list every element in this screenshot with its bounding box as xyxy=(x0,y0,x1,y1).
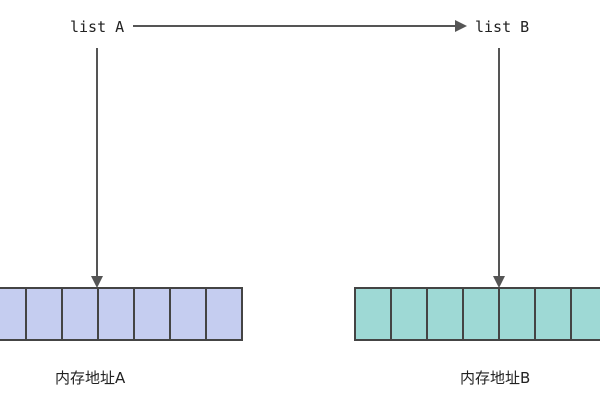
memory-a-cell xyxy=(25,287,63,341)
memory-b-cell xyxy=(426,287,464,341)
memory-a-cell xyxy=(97,287,135,341)
list-a-to-list-b-arrow xyxy=(133,20,467,32)
memory-a-cell xyxy=(169,287,207,341)
memory-a-label: 内存地址A xyxy=(55,369,126,387)
memory-a-cell xyxy=(205,287,243,341)
memory-b-label: 内存地址B xyxy=(460,369,530,387)
arrow-head xyxy=(493,276,505,288)
list-b-label: list B xyxy=(475,18,529,36)
list-a-to-memory-a-arrow xyxy=(91,48,103,288)
memory-b-cell xyxy=(462,287,500,341)
memory-b-cell xyxy=(498,287,536,341)
memory-b-cell xyxy=(354,287,392,341)
memory-b-cell xyxy=(390,287,428,341)
memory-a-cell xyxy=(0,287,27,341)
arrow-head xyxy=(455,20,467,32)
memory-a-cell xyxy=(133,287,171,341)
memory-a-cell xyxy=(61,287,99,341)
memory-b-block xyxy=(354,287,600,341)
memory-b-cell xyxy=(534,287,572,341)
memory-b-cell xyxy=(570,287,600,341)
list-b-to-memory-b-arrow xyxy=(493,48,505,288)
arrow-head xyxy=(91,276,103,288)
list-a-label: list A xyxy=(70,18,124,36)
memory-a-block xyxy=(0,287,243,341)
